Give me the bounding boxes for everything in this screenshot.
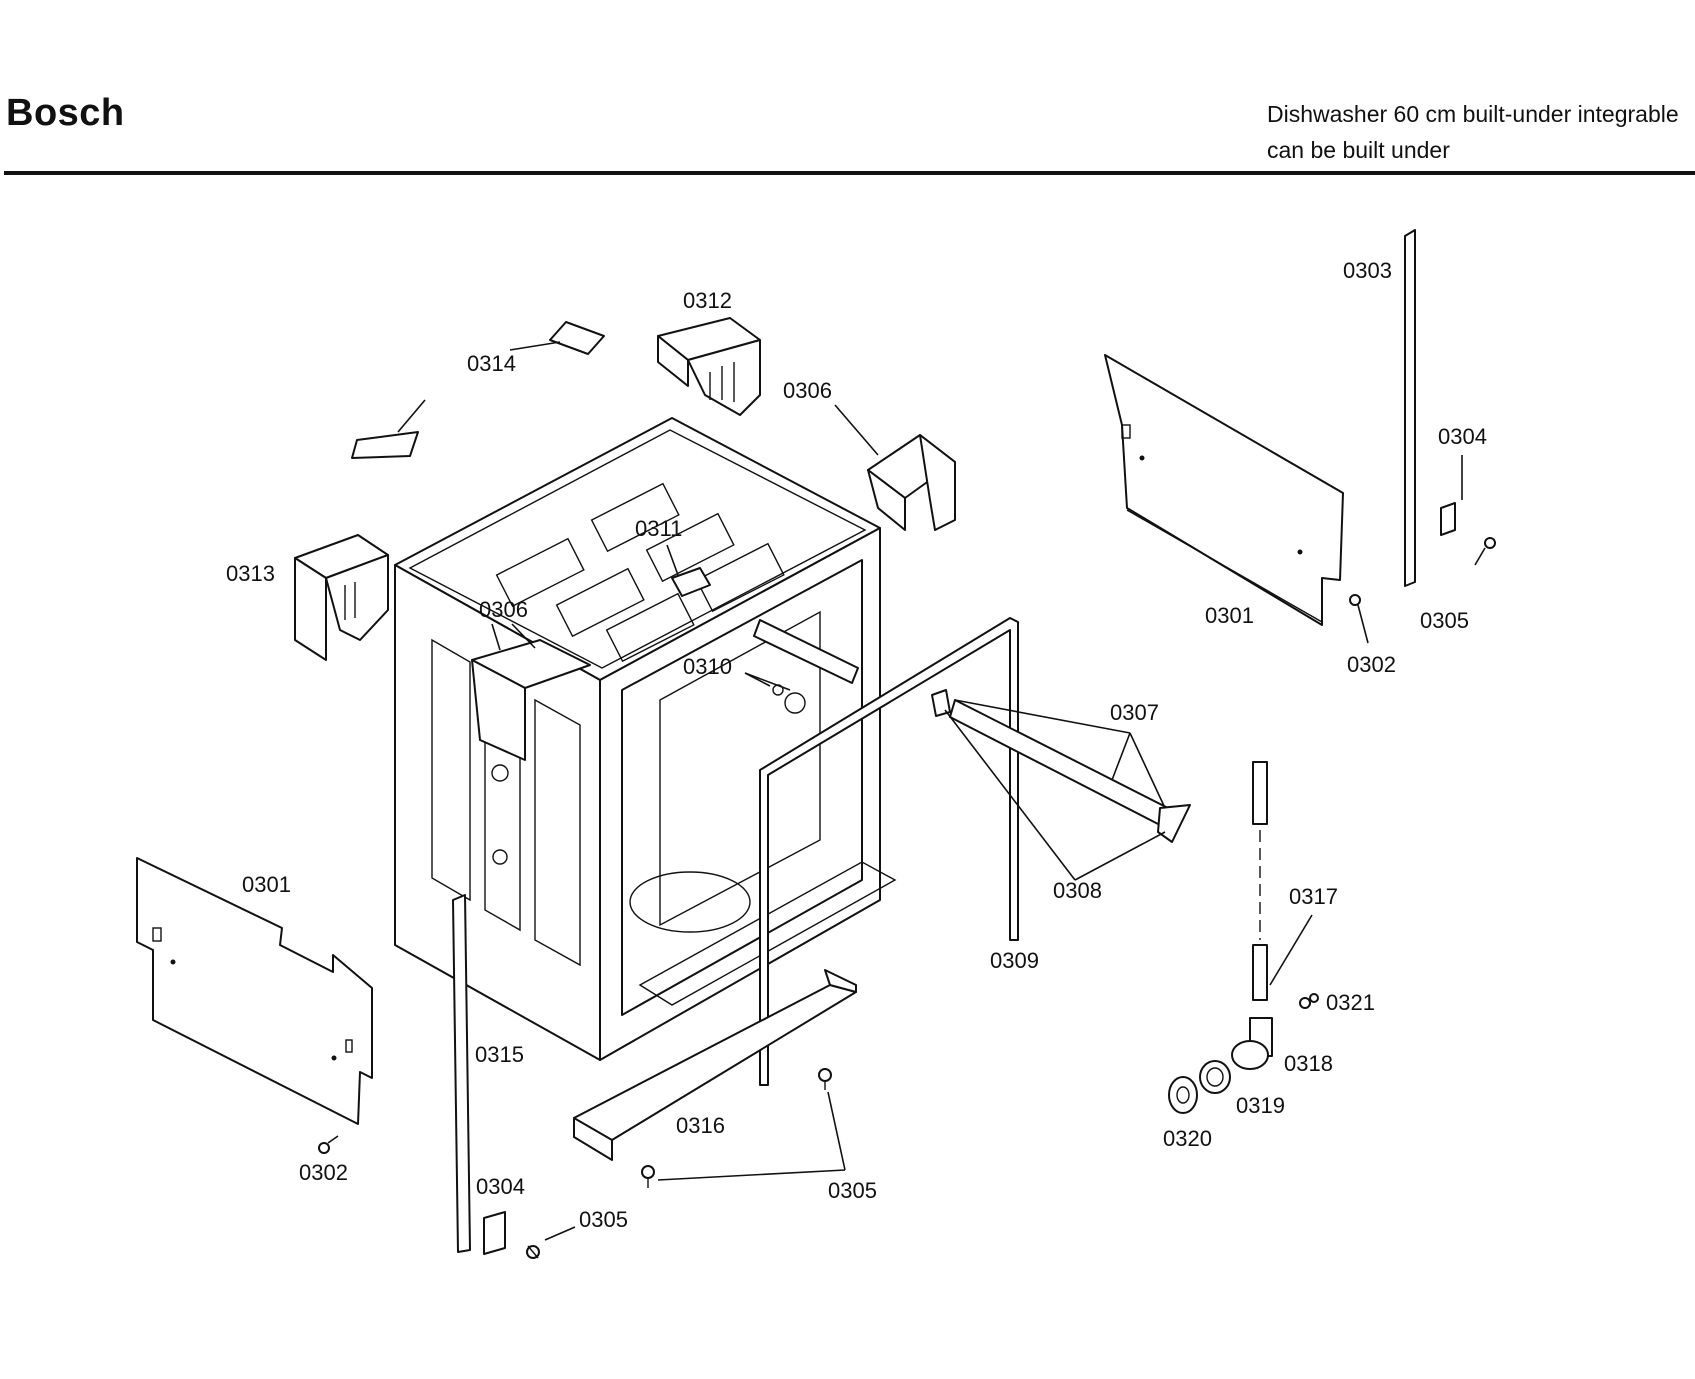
part-0302-screw-left: [318, 1135, 339, 1154]
label-0321: 0321: [1326, 990, 1375, 1015]
label-0307: 0307: [1110, 700, 1159, 725]
label-0318: 0318: [1284, 1051, 1333, 1076]
part-0305-screw-left: [526, 1226, 576, 1259]
part-0301-panel-right: [1104, 354, 1344, 626]
description-line-2: can be built under: [1267, 137, 1450, 163]
model-description: Dishwasher 60 cm built-under integrable …: [1267, 96, 1679, 168]
header-divider: [4, 171, 1695, 175]
label-0311: 0311: [635, 516, 682, 541]
part-0305-screw-right: [1474, 537, 1496, 566]
label-0302-right: 0302: [1347, 652, 1396, 677]
label-0303: 0303: [1343, 258, 1392, 283]
part-0304-clip-left: [483, 1211, 506, 1255]
label-0304-left: 0304: [476, 1174, 525, 1199]
label-0319: 0319: [1236, 1093, 1285, 1118]
part-0315-strip: [452, 894, 471, 1253]
label-0308: 0308: [1053, 878, 1102, 903]
label-0306-top: 0306: [783, 378, 832, 403]
tub-body: [394, 417, 897, 1061]
label-0310: 0310: [683, 654, 732, 679]
label-0317: 0317: [1289, 884, 1338, 909]
part-0303-strip: [1404, 229, 1416, 587]
label-0305-bottom: 0305: [828, 1178, 877, 1203]
part-0313-connector: [294, 534, 389, 661]
label-0313: 0313: [226, 561, 275, 586]
label-0309: 0309: [990, 948, 1039, 973]
label-0315: 0315: [475, 1042, 524, 1067]
label-0314: 0314: [467, 351, 516, 376]
label-0302-left: 0302: [299, 1160, 348, 1185]
part-0312-connector: [657, 317, 761, 416]
label-0305-left: 0305: [579, 1207, 628, 1232]
part-0307-rail: [931, 689, 1191, 881]
label-0301-left: 0301: [242, 872, 291, 897]
part-0310-strap: [744, 619, 859, 714]
label-0316: 0316: [676, 1113, 725, 1138]
part-0309-door-seal: [759, 617, 1019, 1086]
part-0306-mid-bracket: [471, 623, 591, 761]
part-0320-cap: [1168, 1076, 1198, 1114]
part-0314-brackets: [351, 321, 605, 459]
part-0318-fitting: [1231, 1017, 1273, 1070]
part-0311-clip: [666, 544, 711, 597]
part-0301-panel-left: [136, 857, 373, 1125]
part-0304-clip-right: [1440, 455, 1463, 536]
label-0301-right: 0301: [1205, 603, 1254, 628]
part-0316-rail: [573, 969, 857, 1161]
part-0319-ring: [1199, 1060, 1231, 1094]
label-0306-mid: 0306: [479, 597, 528, 622]
description-line-1: Dishwasher 60 cm built-under integrable: [1267, 101, 1679, 127]
part-0302-screw-right: [1349, 594, 1369, 644]
part-0305-screws-bottom: [641, 1068, 846, 1188]
part-0321-clamp: [1299, 993, 1319, 1009]
part-0317-drain-hose: [1252, 761, 1313, 1001]
part-0306-top-bracket: [834, 404, 956, 531]
brand-title: Bosch: [6, 92, 125, 134]
label-0312: 0312: [683, 288, 732, 313]
label-0305-right: 0305: [1420, 608, 1469, 633]
label-0304-right: 0304: [1438, 424, 1487, 449]
label-0320: 0320: [1163, 1126, 1212, 1151]
